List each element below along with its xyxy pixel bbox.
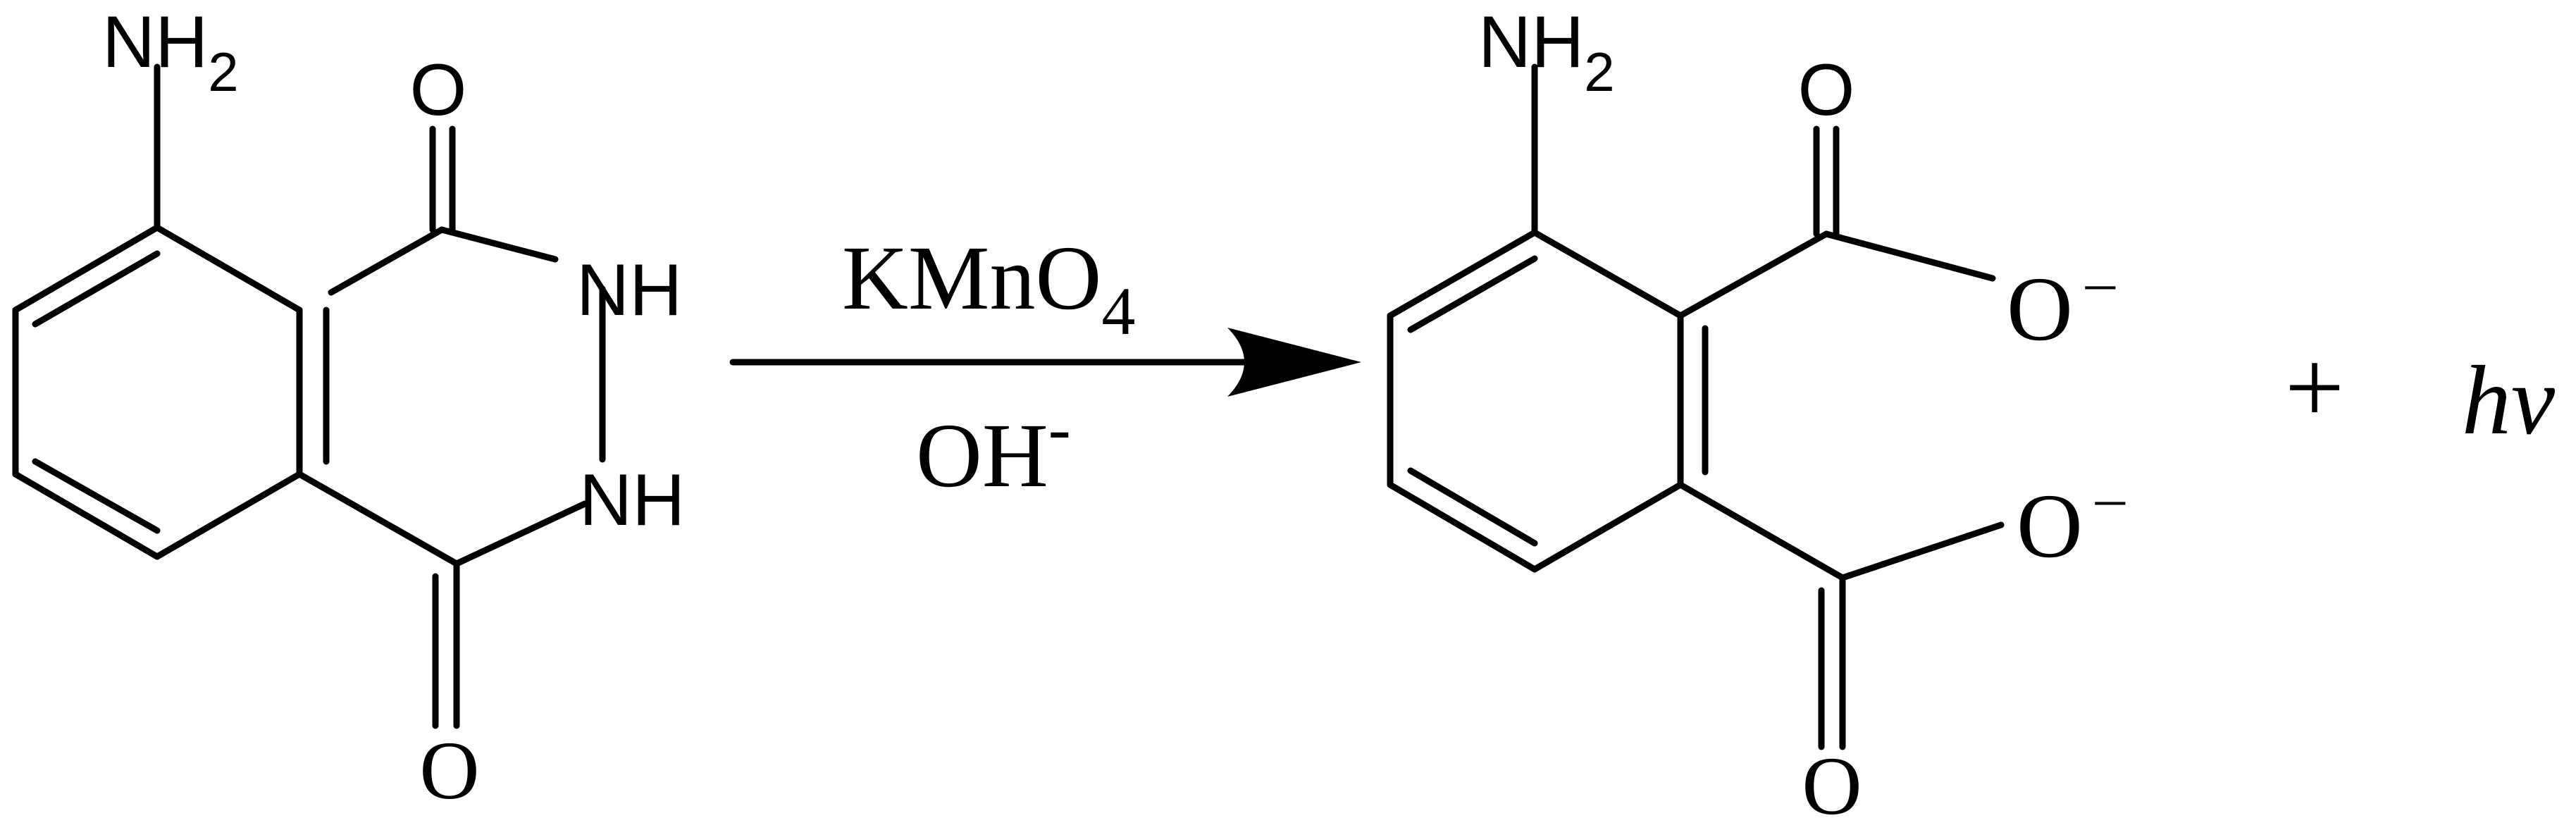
reactant-amine-label: NH2	[102, 1, 239, 103]
bond	[12, 224, 161, 314]
oxidant-label: KMnO4	[842, 228, 1135, 349]
bond	[1531, 229, 1684, 319]
product-aminophthalate: NH2 O O– O– O	[1387, 1, 2126, 830]
bond	[1839, 521, 2005, 581]
bond	[1677, 230, 1830, 319]
product-oxide-top: O–	[2007, 249, 2116, 360]
product-carbonyl-oxygen-bottom: O	[1802, 740, 1862, 830]
bond	[1677, 481, 1846, 581]
reactant-carbonyl-oxygen-top: O	[410, 49, 467, 131]
reactant-imine-top: NH	[576, 249, 682, 331]
bond	[154, 224, 303, 314]
product-amine-label: NH2	[1478, 1, 1615, 103]
bond	[1531, 481, 1684, 573]
product-bonds	[1387, 63, 2005, 750]
bond	[453, 500, 588, 567]
bond	[32, 250, 161, 328]
product-carbonyl-oxygen-top: O	[1798, 49, 1855, 131]
bond	[12, 471, 161, 560]
reactant-luminol: NH2 O NH NH O	[12, 1, 685, 817]
reactant-carbonyl-oxygen-bottom: O	[419, 724, 479, 817]
plus-sign: +	[2285, 329, 2345, 446]
arrow-head	[1227, 328, 1361, 397]
bond	[1407, 255, 1538, 333]
base-label: OH-	[916, 390, 1071, 507]
bond	[1823, 230, 1996, 282]
bond	[1387, 481, 1538, 573]
light-emission-label: hν	[2462, 346, 2556, 455]
bond	[1407, 467, 1538, 547]
reaction-arrow	[729, 328, 1361, 397]
bond	[438, 226, 559, 263]
bond	[154, 471, 303, 560]
reactant-bonds	[12, 63, 606, 729]
bond	[32, 458, 161, 534]
reactant-imine-bottom: NH	[579, 459, 685, 541]
bond	[328, 226, 445, 296]
bond	[296, 471, 460, 567]
bond	[1387, 229, 1538, 319]
product-oxide-bottom: O–	[2017, 465, 2126, 577]
